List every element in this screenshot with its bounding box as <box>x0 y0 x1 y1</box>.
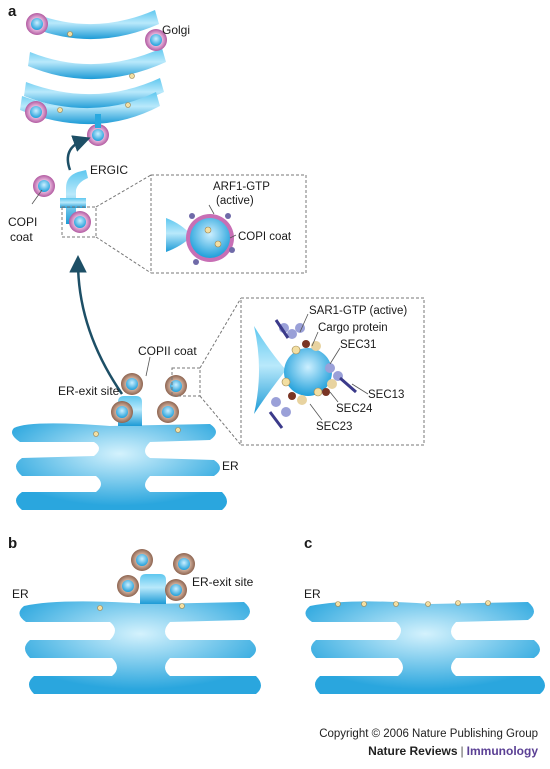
label-copi-coat-line2: coat <box>10 230 33 244</box>
cargo-protein-icon <box>97 605 103 611</box>
copi-vesicle <box>31 18 43 30</box>
copii-vesicle <box>122 580 134 592</box>
label-sec24: SEC24 <box>336 403 373 415</box>
cargo-protein-icon <box>335 601 341 607</box>
ergic-compartment <box>33 170 91 233</box>
cargo-protein-icon <box>485 600 491 606</box>
cargo-protein-icon <box>425 601 431 607</box>
zoom-source-box-copii <box>171 367 201 397</box>
label-er-b: ER <box>12 587 29 601</box>
copii-vesicle <box>162 406 174 418</box>
er-network-c <box>305 600 545 694</box>
label-copi-coat-line1: COPI <box>8 215 37 229</box>
cargo-protein-icon <box>281 377 291 387</box>
label-sec23: SEC23 <box>316 421 352 433</box>
label-cargo-protein: Cargo protein <box>318 322 388 334</box>
copii-vesicle <box>170 380 182 392</box>
copii-vesicle <box>136 554 148 566</box>
golgi-cisterna-2 <box>28 48 166 80</box>
copi-vesicle <box>74 216 86 228</box>
cargo-protein-icon <box>204 226 212 234</box>
golgi-cisterna-3 <box>24 78 164 110</box>
arrow-to-golgi <box>66 135 91 171</box>
journal-credit: Nature Reviews|Immunology <box>368 744 538 758</box>
cargo-protein-icon <box>393 601 399 607</box>
label-copi-coat-inset: COPI coat <box>238 231 292 243</box>
zoom-source-box-copi <box>61 206 97 238</box>
golgi-cisterna-4 <box>20 92 160 125</box>
copii-vesicle <box>170 584 182 596</box>
cargo-protein-icon <box>175 427 181 433</box>
cargo-protein-icon <box>214 240 222 248</box>
label-golgi: Golgi <box>162 23 190 37</box>
label-arf1-gtp: ARF1-GTP <box>213 181 270 193</box>
label-arf1-active: (active) <box>216 195 254 207</box>
label-er-a: ER <box>222 459 239 473</box>
cargo-protein-icon <box>125 102 131 108</box>
copii-vesicle <box>116 406 128 418</box>
label-er-exit-site-b: ER-exit site <box>192 575 254 589</box>
label-sar1-gtp: SAR1-GTP (active) <box>309 305 407 317</box>
cargo-protein-icon <box>179 603 185 609</box>
cargo-protein-icon <box>93 431 99 437</box>
copyright-line: Copyright © 2006 Nature Publishing Group <box>319 728 538 740</box>
cargo-protein-icon <box>455 600 461 606</box>
panel-label-b: b <box>8 535 17 552</box>
cargo-protein-icon <box>57 107 63 113</box>
copii-vesicle <box>126 378 138 390</box>
label-er-c: ER <box>304 587 321 601</box>
credit-separator: | <box>460 744 464 758</box>
copii-vesicle <box>178 558 190 570</box>
label-sec13: SEC13 <box>368 389 404 401</box>
copi-vesicle <box>150 34 162 46</box>
journal-section: Immunology <box>466 744 538 758</box>
cargo-protein-icon <box>361 601 367 607</box>
golgi-stack <box>20 10 167 146</box>
er-network-b <box>19 549 261 694</box>
label-ergic: ERGIC <box>90 163 128 177</box>
copi-vesicle <box>92 129 104 141</box>
label-er-exit-site-a: ER-exit site <box>58 384 120 398</box>
er-network <box>12 373 227 510</box>
arrow-to-ergic <box>69 255 124 395</box>
inset-copi-vesicle <box>166 213 235 265</box>
copi-vesicle <box>38 180 50 192</box>
cargo-protein-icon <box>291 345 301 355</box>
journal-name: Nature Reviews <box>368 744 458 758</box>
label-copii-coat: COPII coat <box>138 344 197 358</box>
panel-label-a: a <box>8 3 17 20</box>
cargo-protein-icon <box>67 31 73 37</box>
label-sec31: SEC31 <box>340 339 376 351</box>
golgi-cisterna-1 <box>33 10 159 40</box>
copi-vesicle <box>30 106 42 118</box>
cargo-protein-icon <box>313 387 323 397</box>
panel-label-c: c <box>304 535 312 552</box>
cargo-protein-icon <box>129 73 135 79</box>
